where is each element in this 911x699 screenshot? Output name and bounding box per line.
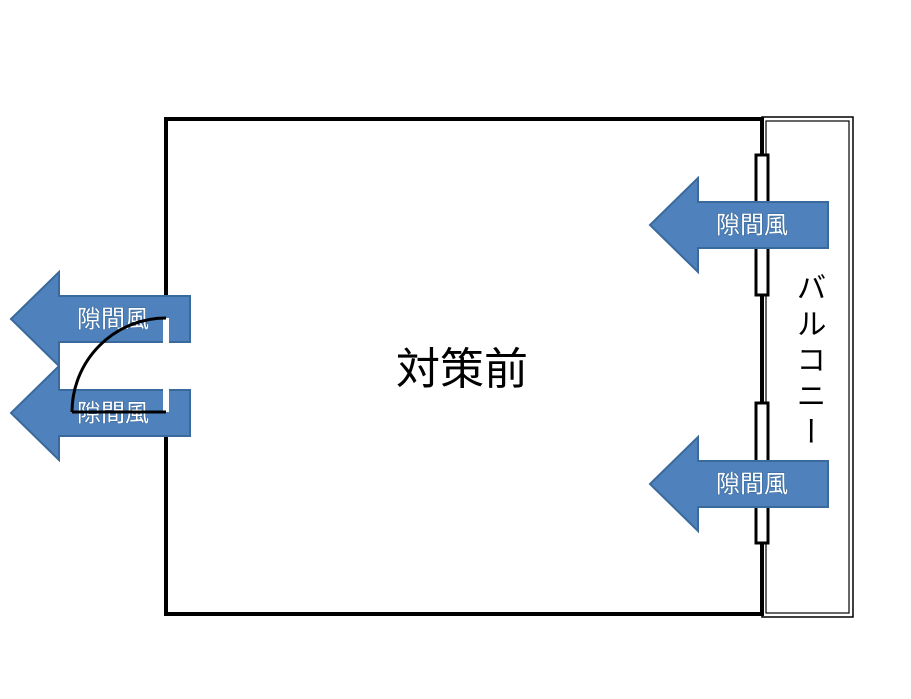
balcony: バルコニー <box>761 116 854 618</box>
arrow-shape <box>9 269 191 369</box>
door-opening <box>163 318 169 412</box>
arrow-shape <box>648 175 829 275</box>
balcony-inner-border <box>765 120 850 614</box>
draft-arrow-window-top: 隙間風 <box>648 175 829 275</box>
draft-arrow-window-bottom: 隙間風 <box>648 434 829 534</box>
door-swing-arc <box>70 316 167 413</box>
arrow-shape <box>648 434 829 534</box>
room-label: 対策前 <box>396 344 528 395</box>
arrow-label: 隙間風 <box>716 470 788 498</box>
balcony-label: バルコニー <box>791 272 826 452</box>
draft-arrow-door-top: 隙間風 <box>9 269 191 369</box>
arrow-label: 隙間風 <box>77 305 149 333</box>
door <box>70 316 169 414</box>
arrow-label: 隙間風 <box>716 211 788 239</box>
